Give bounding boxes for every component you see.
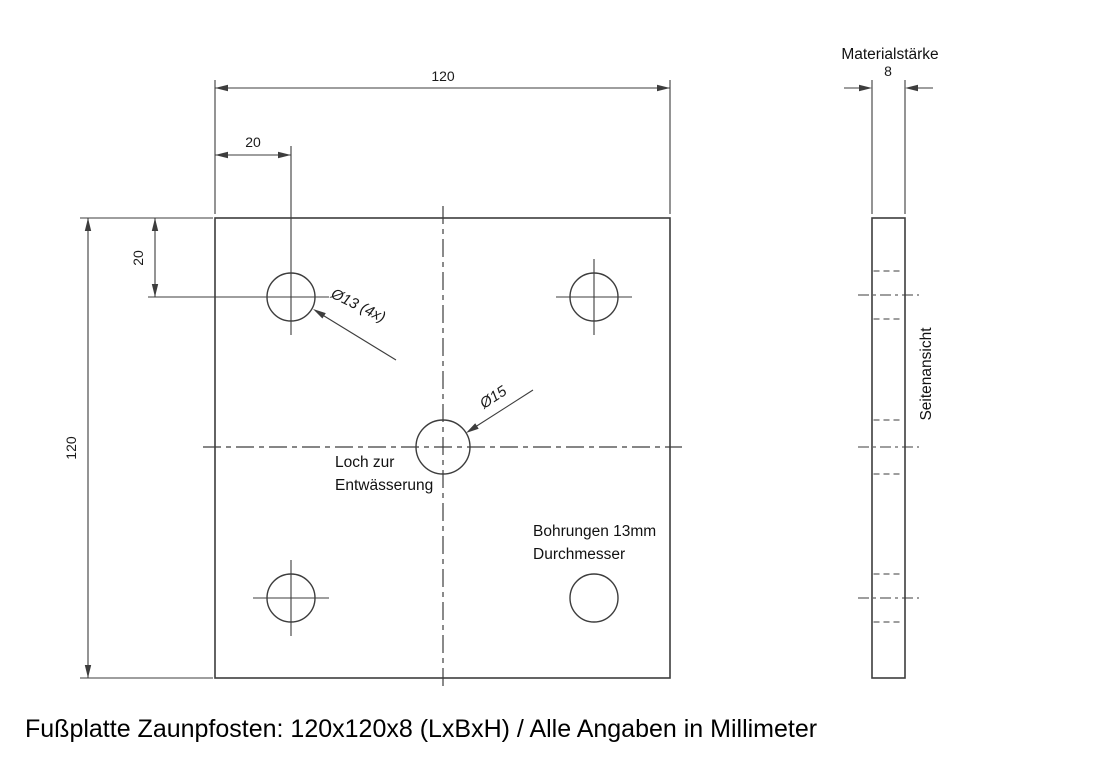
bore-note-line1: Bohrungen 13mm (533, 523, 656, 540)
corner-holes-diameter-label: Ø13 (4x) (327, 285, 388, 326)
arrow-left-icon (215, 151, 228, 159)
bore-note-line2: Durchmesser (533, 546, 625, 563)
dim-hole-offset-horizontal-value: 20 (245, 134, 261, 150)
leader-corner-holes: Ø13 (4x) (313, 285, 397, 361)
arrow-down-icon (84, 665, 92, 678)
side-profile-outline (871, 217, 906, 679)
side-view: Materialstärke 8 (841, 46, 939, 679)
side-view-label: Seitenansicht (918, 327, 935, 421)
drain-note-line2: Entwässerung (335, 477, 433, 494)
drawing-caption: Fußplatte Zaunpfosten: 120x120x8 (LxBxH)… (25, 715, 817, 743)
arrow-up-icon (151, 218, 159, 231)
dim-thickness-value: 8 (884, 63, 892, 79)
dimension-width-top: 120 (214, 68, 671, 214)
dim-height-value: 120 (63, 436, 79, 460)
dimension-hole-offset-horizontal: 20 (215, 134, 292, 335)
dimension-thickness: 8 (844, 63, 933, 214)
center-lines (203, 206, 682, 690)
side-center-lines (858, 294, 919, 599)
arrow-up-icon (84, 218, 92, 231)
leader-drain-hole: Ø15 (466, 382, 534, 433)
arrow-right-icon (859, 84, 872, 92)
hidden-hole-lines (873, 270, 904, 623)
dimension-hole-offset-vertical: 20 (130, 218, 329, 298)
dim-hole-offset-vertical-value: 20 (130, 250, 146, 266)
hole-bottom-right (569, 573, 619, 623)
arrow-right-icon (278, 151, 291, 159)
drain-note: Loch zur Entwässerung (335, 454, 433, 494)
arrow-left-icon (215, 84, 228, 92)
leader-arrow-icon (313, 309, 326, 319)
dimension-height-left: 120 (63, 217, 213, 679)
side-view-title: Materialstärke (841, 46, 938, 63)
arrow-right-icon (657, 84, 670, 92)
arrow-left-icon (905, 84, 918, 92)
bore-note: Bohrungen 13mm Durchmesser (533, 523, 656, 563)
arrow-down-icon (151, 284, 159, 297)
dim-width-value: 120 (431, 68, 455, 84)
front-view: 120 20 20 (63, 68, 682, 690)
leader-arrow-icon (466, 423, 479, 433)
drain-hole (415, 419, 471, 475)
drain-note-line1: Loch zur (335, 454, 394, 471)
